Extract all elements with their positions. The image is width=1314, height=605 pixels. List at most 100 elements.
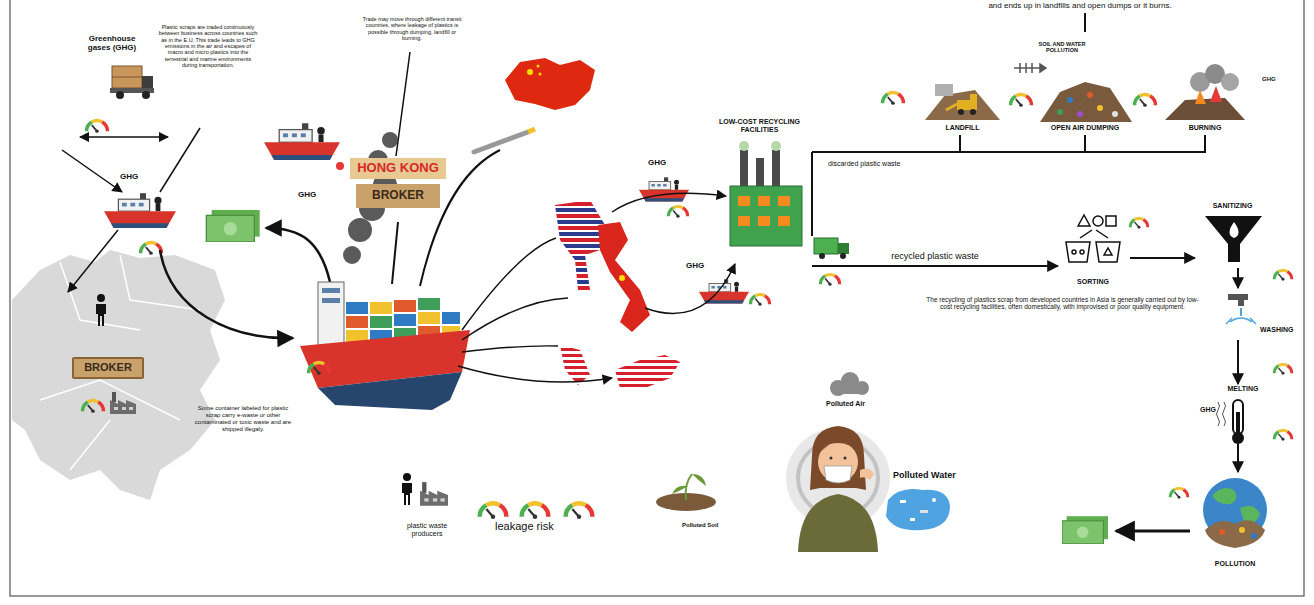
thermometer-icon [1217, 400, 1245, 444]
factory-icon [420, 482, 448, 506]
process-node: BURNING [1160, 62, 1252, 135]
risk-gauge [522, 503, 549, 519]
flow-arrow [160, 250, 293, 338]
flow-line [392, 222, 398, 284]
node-label: BROKER [356, 184, 440, 208]
flow-arrow [612, 193, 726, 212]
flow-arrow [1237, 444, 1239, 472]
bracket-line [811, 152, 813, 236]
ghg-label: GHG [120, 172, 138, 181]
trade-arrow [80, 136, 168, 138]
ghg-label: GHG [648, 158, 666, 167]
dumping-icon [1040, 82, 1132, 122]
note-text: Trade may move through different transit… [362, 16, 462, 41]
flow-arrow [1237, 340, 1239, 384]
risk-gauge [141, 243, 162, 255]
process-node: SANITIZING [1195, 200, 1272, 268]
risk-gauge [566, 503, 593, 519]
bracket-line [812, 135, 1085, 152]
fish-bone-icon [1014, 63, 1046, 73]
node-label: SANITIZING [1195, 202, 1270, 210]
polluted-earth-icon [1203, 478, 1267, 548]
process-node: SORTING [1058, 212, 1130, 290]
broker-sign: BROKER [72, 357, 144, 379]
asia-maps [555, 200, 680, 388]
risk-gauge [820, 275, 839, 286]
frame [10, 0, 1304, 596]
node-label: GHG [1200, 406, 1222, 414]
node-label: BROKER [74, 361, 142, 374]
polluted-water-icon [886, 489, 950, 530]
node-label: WASHING [1260, 326, 1302, 334]
flow-arrow [812, 265, 1058, 267]
money-icon [206, 210, 259, 242]
truck-icon [814, 238, 849, 259]
pipe-icon [474, 129, 535, 152]
ghg-label: GHG [298, 190, 316, 199]
risk-gauge [1170, 488, 1188, 498]
note-text: The recycling of plastics scrap from dev… [925, 296, 1200, 311]
node-label: SORTING [1058, 278, 1128, 286]
flow-arrow [458, 238, 612, 382]
ship-icon [264, 123, 340, 160]
woman-figure [786, 426, 890, 552]
europe-map [12, 250, 225, 500]
risk-gauge [1130, 218, 1148, 228]
flow-arrow [645, 264, 735, 314]
polluted-soil-icon [656, 474, 716, 511]
note-text: and ends up in landfills and open dumps … [930, 1, 1230, 10]
factory-icon [730, 141, 802, 246]
flow-line [396, 52, 410, 156]
node-label: POLLUTION [1195, 560, 1275, 568]
risk-gauge [1274, 270, 1292, 280]
process-node: MELTING GHG [1200, 384, 1280, 444]
legend-caption: leakage risk [495, 520, 554, 533]
bracket-line [812, 135, 960, 152]
process-node: LANDFILL [920, 75, 1007, 135]
edge-label: recycled plastic waste [889, 251, 981, 261]
risk-gauge [309, 363, 330, 375]
note-text: Plastic scraps are traded continuously b… [158, 24, 258, 68]
node-label: LANDFILL [920, 124, 1005, 132]
china-map [505, 58, 595, 110]
leak-dot [336, 162, 344, 170]
impact-label: Polluted Air [826, 400, 865, 408]
ship-icon [104, 193, 176, 228]
sorting-icon [1066, 215, 1120, 262]
risk-gauge [1274, 364, 1292, 374]
note-text: Some container labeled for plastic scrap… [190, 405, 296, 433]
broker-sign: HONG KONG BROKER [350, 158, 448, 216]
risk-gauge [1135, 95, 1156, 107]
node-label: MELTING [1218, 385, 1268, 393]
flow-arrow [266, 228, 330, 282]
risk-gauge [668, 207, 687, 218]
sanitizing-icon [1205, 216, 1262, 262]
burning-icon [1165, 64, 1245, 120]
risk-gauge [83, 401, 104, 413]
washing-icon [1226, 294, 1256, 324]
bracket-line [812, 135, 1205, 152]
actor-label: plastic waste producers [396, 522, 458, 538]
flow-arrow [1116, 530, 1190, 533]
process-node: OPEN AIR DUMPING [1035, 75, 1137, 135]
factory-icon [110, 392, 136, 414]
process-node: POLLUTION [1195, 472, 1277, 572]
risk-gauge [1011, 95, 1032, 107]
polluted-air-cloud [830, 372, 869, 396]
ghg-label: GHG [686, 261, 704, 270]
process-node: LOW-COST RECYCLING FACILITIES [712, 116, 812, 272]
node-label: HONG KONG [350, 158, 446, 179]
flow-arrow [1130, 257, 1195, 259]
trade-arrow [62, 128, 200, 292]
flow-arrow [1237, 268, 1239, 288]
person-icon [402, 473, 412, 505]
risk-gauge [883, 93, 904, 105]
impact-label: Polluted Water [893, 470, 956, 480]
node-label: OPEN AIR DUMPING [1035, 124, 1135, 132]
money-icon [1062, 516, 1108, 544]
truck-icon [110, 66, 154, 99]
container-ship [300, 282, 470, 410]
risk-gauge [480, 503, 507, 519]
risk-gauge [1274, 430, 1292, 440]
